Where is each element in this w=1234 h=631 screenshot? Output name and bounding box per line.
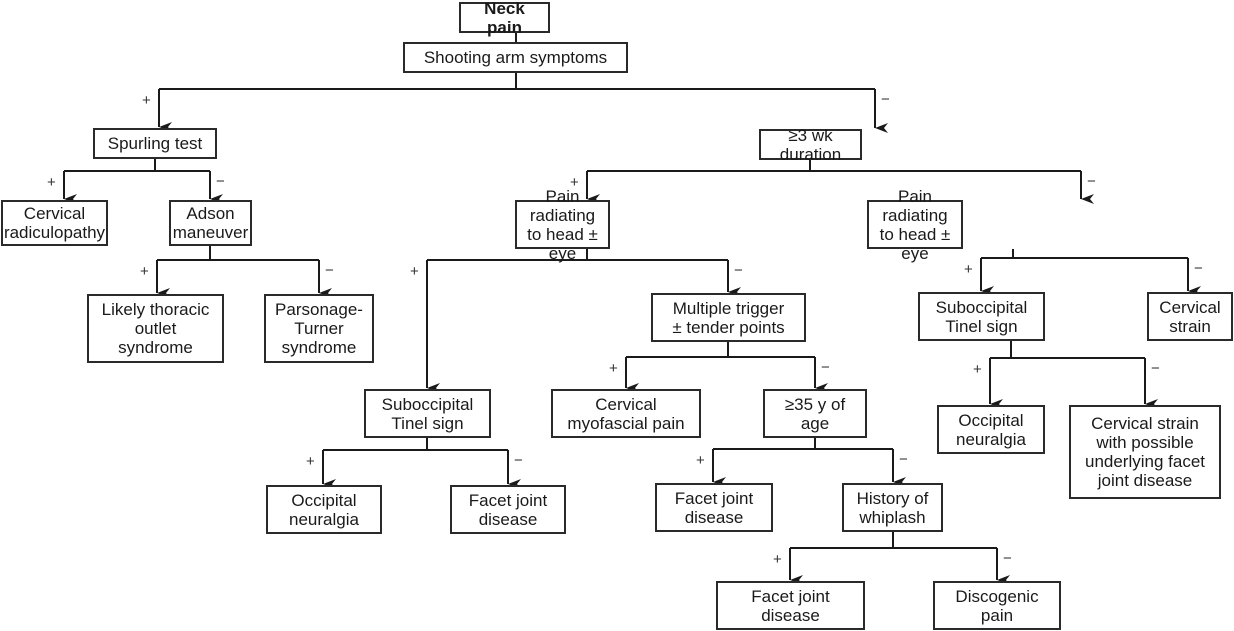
pain-radiating-negative-node: Pain radiating to head ± eye: [867, 187, 963, 263]
split-radiating-pos-positive-label: +: [410, 263, 419, 280]
split-tinel-right-negative-label: −: [1151, 360, 1160, 377]
split-radiating-neg-positive-label: +: [964, 261, 973, 278]
facet-joint-bottom-node: Facet joint disease: [716, 581, 865, 630]
parsonage-turner-node: Parsonage- Turner syndrome: [264, 294, 374, 363]
age-node: ≥35 y of age: [763, 389, 867, 438]
shooting-arm-symptoms-node: Shooting arm symptoms: [403, 42, 628, 73]
split-tinel-left-positive-label: +: [306, 453, 315, 470]
cervical-myofascial-node: Cervical myofascial pain: [551, 389, 701, 438]
split-duration-positive-label: +: [570, 174, 579, 191]
split-trigger-negative-label: −: [821, 359, 830, 376]
split-shooting-negative-label: −: [881, 91, 890, 108]
split-radiating-neg-negative-label: −: [1194, 260, 1203, 277]
split-whiplash-positive-label: +: [773, 551, 782, 568]
occipital-neuralgia-left-node: Occipital neuralgia: [266, 485, 382, 534]
split-whiplash-negative-label: −: [1003, 550, 1012, 567]
cervical-strain-facet-node: Cervical strain with possible underlying…: [1069, 405, 1221, 499]
adson-maneuver-node: Adson maneuver: [169, 200, 252, 246]
facet-joint-mid-node: Facet joint disease: [655, 483, 773, 532]
split-age-negative-label: −: [899, 451, 908, 468]
suboccipital-tinel-left-node: Suboccipital Tinel sign: [364, 389, 491, 438]
multiple-trigger-node: Multiple trigger ± tender points: [651, 293, 806, 342]
split-radiating-pos-negative-label: −: [734, 262, 743, 279]
split-adson-positive-label: +: [140, 263, 149, 280]
cervical-strain-node: Cervical strain: [1147, 292, 1233, 341]
root-node: Neck pain: [459, 0, 550, 37]
split-spurling-positive-label: +: [47, 174, 56, 191]
split-duration-negative-label: −: [1087, 173, 1096, 190]
occipital-neuralgia-right-node: Occipital neuralgia: [937, 405, 1045, 454]
split-trigger-positive-label: +: [609, 360, 618, 377]
duration-node: ≥3 wk duration: [759, 126, 862, 164]
split-tinel-left-negative-label: −: [514, 452, 523, 469]
split-spurling-negative-label: −: [216, 173, 225, 190]
split-adson-negative-label: −: [325, 262, 334, 279]
suboccipital-tinel-right-node: Suboccipital Tinel sign: [918, 292, 1045, 341]
thoracic-outlet-node: Likely thoracic outlet syndrome: [87, 294, 224, 363]
facet-joint-left-node: Facet joint disease: [450, 485, 566, 534]
history-whiplash-node: History of whiplash: [842, 483, 943, 532]
spurling-test-node: Spurling test: [93, 128, 217, 159]
split-age-positive-label: +: [696, 452, 705, 469]
split-shooting-positive-label: +: [142, 92, 151, 109]
discogenic-pain-node: Discogenic pain: [933, 581, 1061, 630]
pain-radiating-positive-node: Pain radiating to head ± eye: [515, 187, 610, 263]
cervical-radiculopathy-node: Cervical radiculopathy: [1, 200, 108, 246]
split-tinel-right-positive-label: +: [973, 361, 982, 378]
